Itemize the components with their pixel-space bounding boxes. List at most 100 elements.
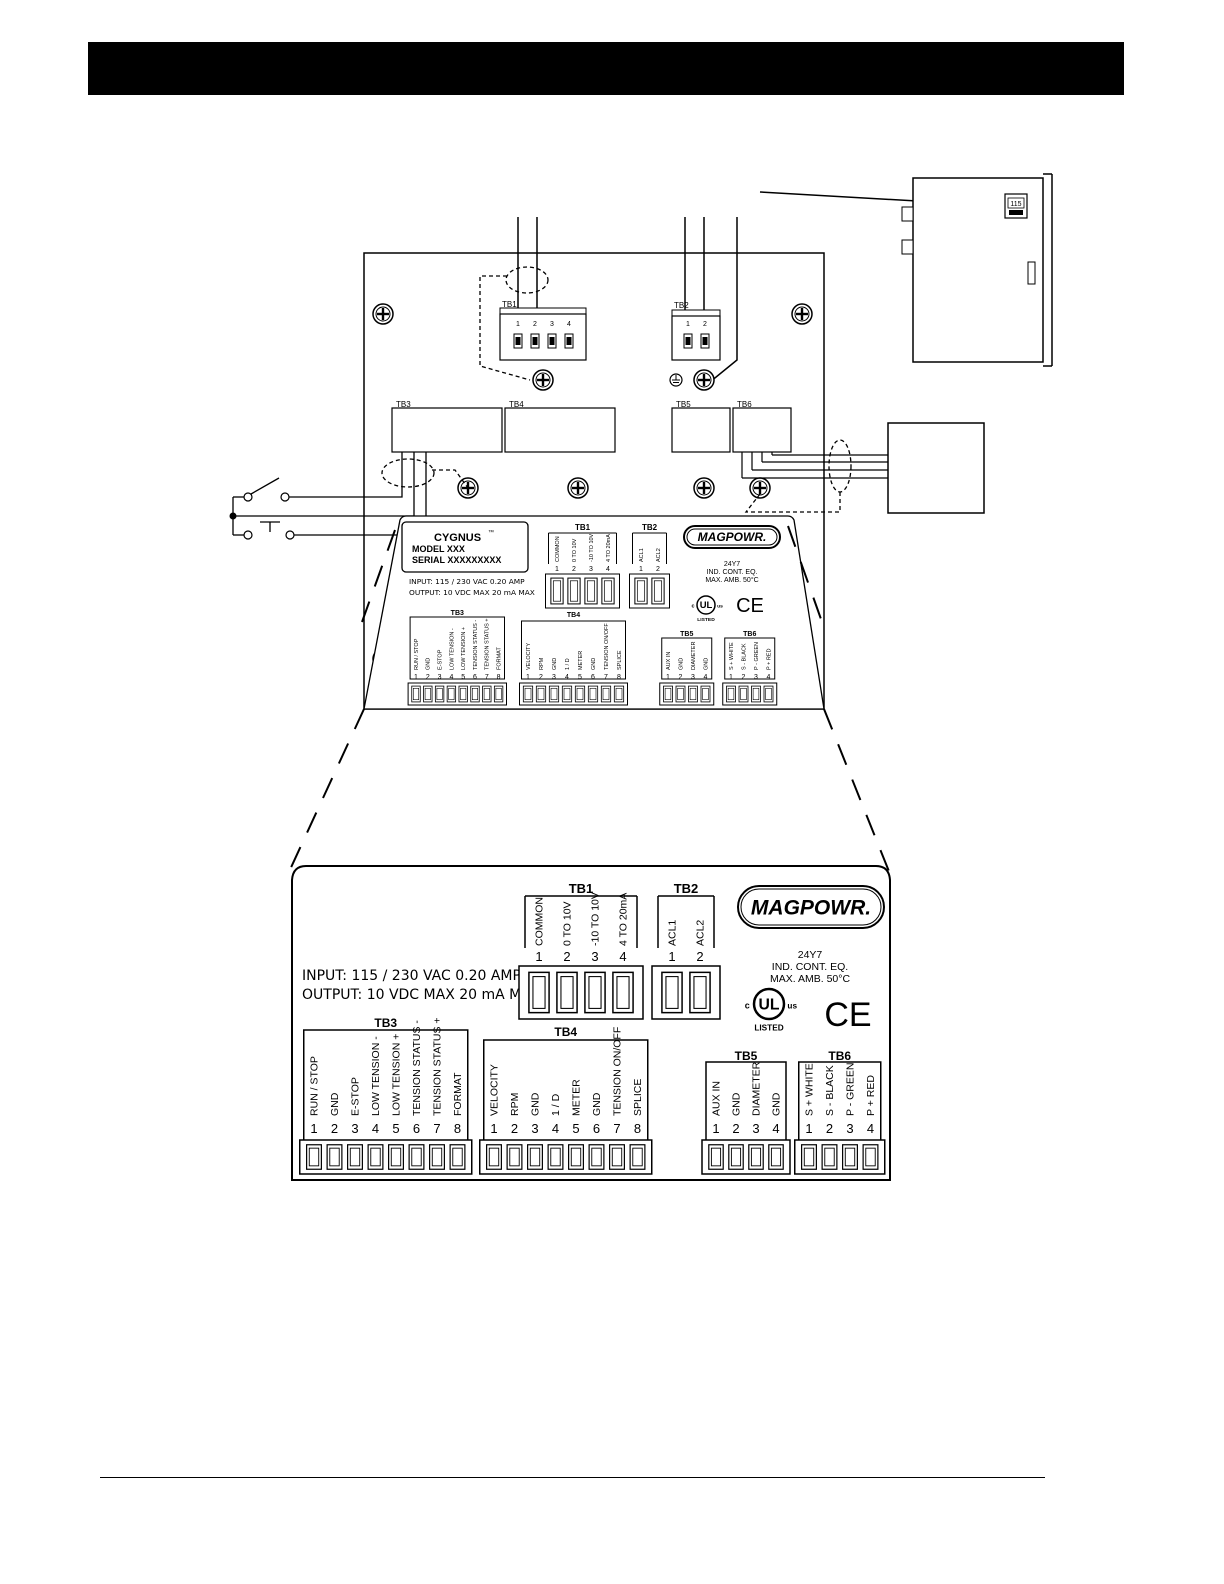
small-input-rating: INPUT: 115 / 230 VAC 0.20 AMP xyxy=(409,577,525,586)
terminal-block-title: TB2 xyxy=(642,523,658,532)
svg-text:TB6: TB6 xyxy=(737,400,752,409)
terminal-label: GND xyxy=(591,1092,603,1116)
pin-number: 5 xyxy=(392,1121,399,1136)
terminal-label: P - GREEN xyxy=(754,642,760,670)
header-bar xyxy=(88,42,1124,95)
terminal-label: METER xyxy=(578,651,584,670)
terminal-block-title: TB3 xyxy=(374,1016,397,1030)
pin-number: 8 xyxy=(617,674,621,681)
terminal-label: TENSION ON/OFF xyxy=(612,1027,624,1116)
pin-number: 1 xyxy=(712,1121,719,1136)
terminal-label: RUN / STOP xyxy=(414,638,420,670)
cert-line1: IND. CONT. EQ. xyxy=(772,961,848,973)
pin-number: 2 xyxy=(331,1121,338,1136)
terminal-label: FORMAT xyxy=(497,647,503,670)
pin-number: 1 xyxy=(668,949,675,964)
terminal-label: -10 TO 10V xyxy=(589,533,595,562)
pin-number: 1 xyxy=(555,566,559,573)
svg-text:2: 2 xyxy=(703,321,707,328)
svg-text:c: c xyxy=(691,604,694,610)
pin-number: 3 xyxy=(691,674,695,681)
input-rating: INPUT: 115 / 230 VAC 0.20 AMP xyxy=(302,968,521,984)
svg-text:us: us xyxy=(787,1002,797,1011)
terminal-label: S - BLACK xyxy=(741,643,747,670)
cert-code: 24Y7 xyxy=(798,949,823,961)
terminal-label: RPM xyxy=(539,657,545,670)
svg-text:TB3: TB3 xyxy=(396,400,411,409)
pin-number: 1 xyxy=(490,1121,497,1136)
pin-number: 7 xyxy=(604,674,608,681)
pin-number: 4 xyxy=(772,1121,779,1136)
pin-number: 6 xyxy=(593,1121,600,1136)
ce-mark: CE xyxy=(736,595,764,617)
pin-number: 7 xyxy=(485,674,489,681)
pin-number: 1 xyxy=(310,1121,317,1136)
terminal-label: 0 TO 10V xyxy=(572,538,578,562)
remote-sensor-box xyxy=(887,422,985,514)
terminal-label: LOW TENSION + xyxy=(461,627,467,670)
terminal-label: E-STOP xyxy=(350,1077,362,1116)
terminal-label: GND xyxy=(426,658,432,670)
terminal-label: METER xyxy=(571,1079,583,1116)
pin-number: 2 xyxy=(572,566,576,573)
terminal-label: 4 TO 20mA xyxy=(606,534,612,562)
pin-number: 4 xyxy=(619,949,626,964)
magpowr-logo: MAGPOWR. xyxy=(737,885,885,929)
screw-icon xyxy=(791,303,813,325)
svg-text:4: 4 xyxy=(567,321,571,328)
screw-icon xyxy=(693,477,715,499)
svg-text:UL: UL xyxy=(759,996,780,1013)
svg-text:TB1: TB1 xyxy=(502,300,517,309)
pin-number: 1 xyxy=(526,674,530,681)
terminal-block-title: TB6 xyxy=(743,631,756,638)
terminal-label: ACL1 xyxy=(639,548,645,562)
terminal-label: TENSION STATUS + xyxy=(432,1018,444,1117)
cygnus-name: CYGNUS xyxy=(434,532,481,544)
terminal-label: VELOCITY xyxy=(489,1064,501,1116)
pin-number: 1 xyxy=(535,949,542,964)
side-view-unit: 115 xyxy=(759,173,1053,367)
terminal-label: GND xyxy=(771,1092,783,1116)
terminal-label: TENSION STATUS - xyxy=(473,620,479,670)
svg-text:UL: UL xyxy=(700,600,713,611)
pin-number: 2 xyxy=(679,674,683,681)
pin-number: 2 xyxy=(696,949,703,964)
svg-text:LISTED: LISTED xyxy=(754,1023,783,1032)
pin-number: 3 xyxy=(552,674,556,681)
small-output-rating: OUTPUT: 10 VDC MAX 20 mA MAX xyxy=(409,588,535,597)
terminal-block-title: TB4 xyxy=(567,612,580,619)
svg-text:us: us xyxy=(717,605,723,610)
terminal-label: LOW TENSION - xyxy=(370,1036,382,1116)
svg-text:2: 2 xyxy=(533,321,537,328)
pin-number: 6 xyxy=(413,1121,420,1136)
pin-number: 1 xyxy=(729,674,733,681)
terminal-label: GND xyxy=(678,658,684,670)
pin-number: 3 xyxy=(438,674,442,681)
svg-text:TB4: TB4 xyxy=(509,400,524,409)
terminal-label: P - GREEN xyxy=(845,1063,857,1116)
trademark-symbol: ™ xyxy=(488,529,494,536)
pin-number: 8 xyxy=(497,674,501,681)
terminal-label: FORMAT xyxy=(452,1072,464,1116)
pin-number: 7 xyxy=(613,1121,620,1136)
terminal-label: TENSION ON/OFF xyxy=(604,623,610,670)
terminal-label: S + WHITE xyxy=(729,642,735,670)
terminal-label: COMMON xyxy=(534,897,546,946)
pin-number: 4 xyxy=(552,1121,559,1136)
cert-line2: MAX. AMB. 50°C xyxy=(705,576,758,584)
output-rating: OUTPUT: 10 VDC MAX 20 mA MAX xyxy=(302,987,541,1003)
pin-number: 1 xyxy=(414,674,418,681)
magpowr-logo-text: MAGPOWR. xyxy=(698,530,767,544)
pin-number: 5 xyxy=(572,1121,579,1136)
terminal-label: AUX IN xyxy=(711,1081,723,1116)
footer-rule xyxy=(100,1477,1045,1478)
screw-icon xyxy=(567,477,589,499)
